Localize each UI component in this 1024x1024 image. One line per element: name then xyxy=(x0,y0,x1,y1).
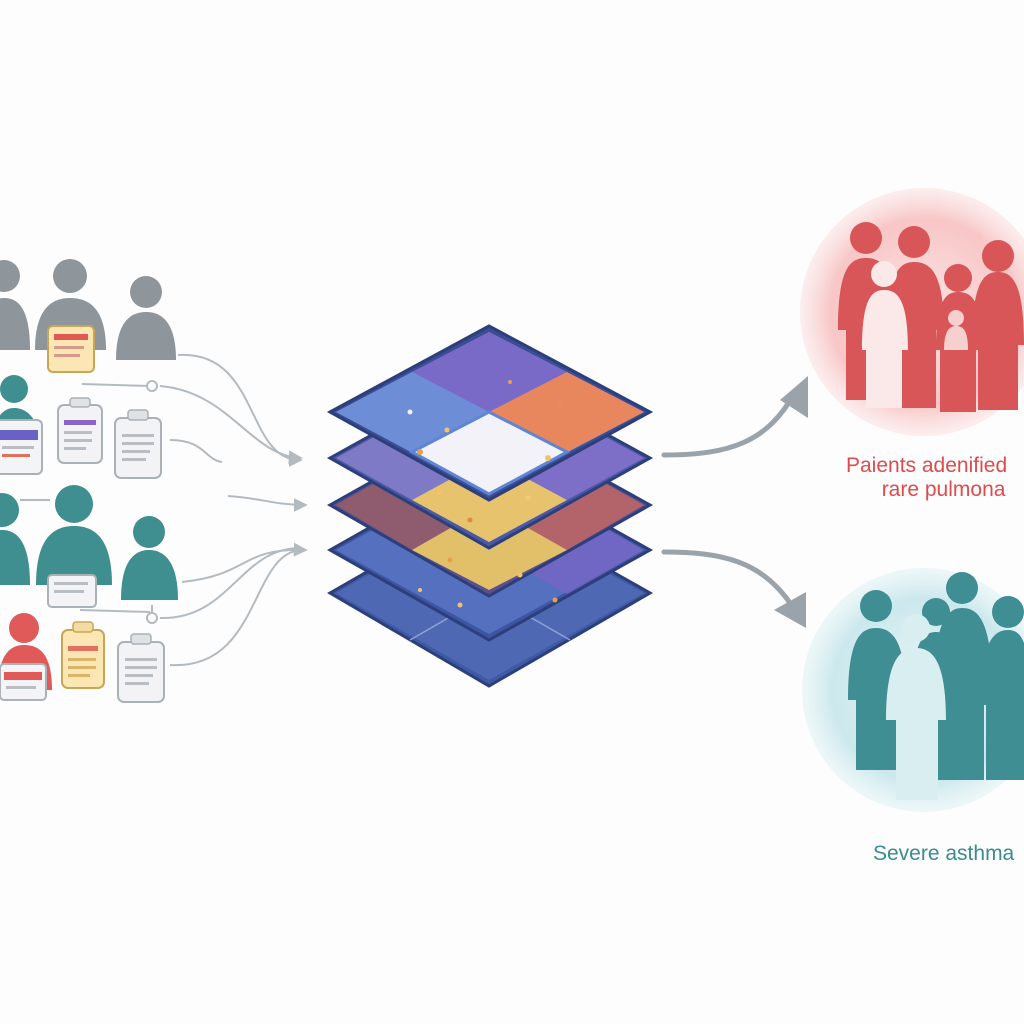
person-icon xyxy=(944,310,968,350)
person-icon xyxy=(936,264,982,412)
stacked-layers-icon xyxy=(326,324,654,688)
person-icon xyxy=(980,596,1024,780)
curved-arrow-icon xyxy=(661,376,808,458)
person-icon xyxy=(116,276,176,360)
output-arrows xyxy=(661,376,808,628)
person-icon xyxy=(934,572,992,780)
patient-population xyxy=(0,259,178,703)
severe-asthma-group xyxy=(802,568,1024,812)
rare-pulmonary-group xyxy=(800,188,1024,436)
medical-record-icon xyxy=(114,409,162,479)
person-icon xyxy=(121,516,178,600)
rare-pulmonary-label: Paients adenified rare pulmona xyxy=(846,454,1007,502)
person-icon xyxy=(862,261,908,408)
person-icon xyxy=(0,493,30,585)
medical-record-icon xyxy=(117,633,165,703)
medical-record-icon xyxy=(47,325,95,373)
medical-record-icon xyxy=(61,621,105,689)
person-icon xyxy=(886,614,946,800)
severe-asthma-label-text: Severe asthma xyxy=(873,842,1015,865)
person-icon xyxy=(972,240,1024,410)
input-connectors xyxy=(20,353,308,667)
medical-record-icon xyxy=(47,574,97,608)
medical-record-icon xyxy=(0,419,43,475)
medical-record-icon xyxy=(0,663,47,701)
severe-asthma-label: Severe asthma xyxy=(873,842,1014,866)
curved-arrow-icon xyxy=(661,549,806,628)
person-icon xyxy=(848,590,906,770)
person-icon xyxy=(0,260,30,350)
rare-pulmonary-label-line1: Paients adenified xyxy=(846,454,1008,477)
data-points xyxy=(407,380,563,608)
medical-record-icon xyxy=(57,397,103,464)
person-icon xyxy=(36,485,112,585)
rare-pulmonary-label-line2: rare pulmona xyxy=(881,478,1006,501)
